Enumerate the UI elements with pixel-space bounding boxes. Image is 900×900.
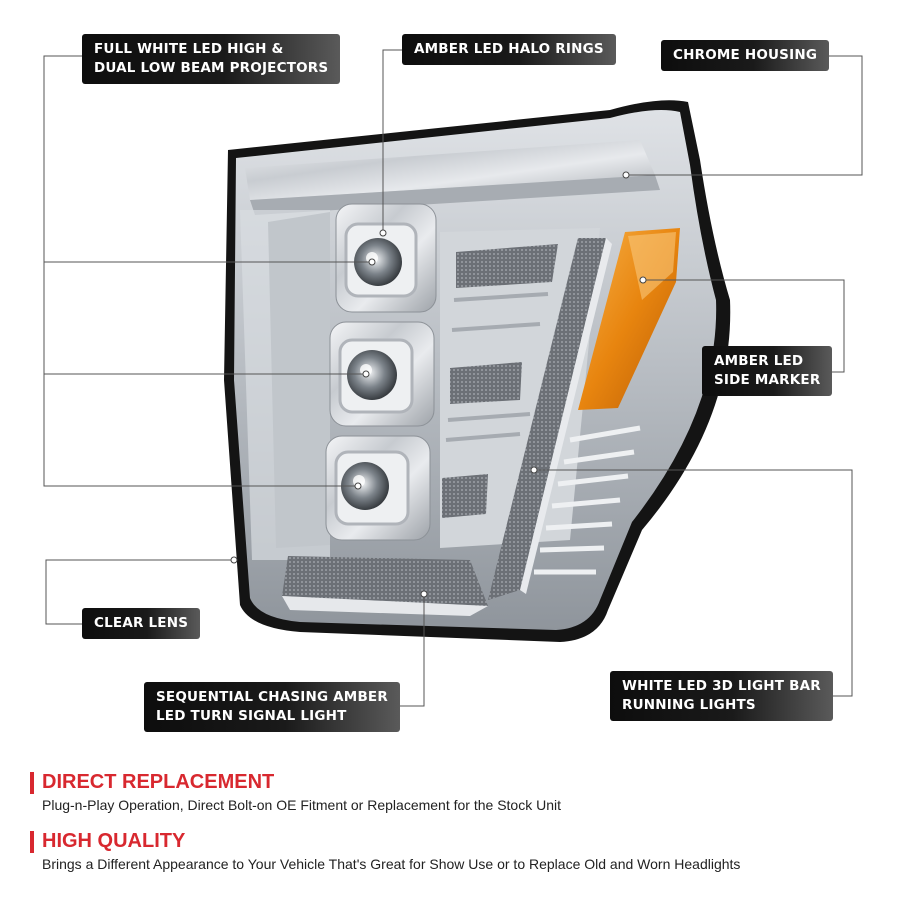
callout-clear-lens: CLEAR LENS [82,608,201,639]
callout-projectors-line2: DUAL LOW BEAM PROJECTORS [94,60,329,76]
feature-description: Plug-n-Play Operation, Direct Bolt-on OE… [42,797,561,813]
callout-light-bar-line2: RUNNING LIGHTS [622,697,756,713]
callout-turn-signal-line2: LED TURN SIGNAL LIGHT [156,708,347,724]
callout-projectors-line1: FULL WHITE LED HIGH & [94,41,284,57]
feature-accent-bar [30,772,34,794]
callout-side-marker-line2: SIDE MARKER [714,372,821,388]
callout-clear-lens-line1: CLEAR LENS [94,615,189,631]
feature-title: DIRECT REPLACEMENT [42,771,275,793]
callout-side-marker-line1: AMBER LED [714,353,804,369]
callout-chrome-housing-line1: CHROME HOUSING [673,47,818,63]
callout-halo-rings-line1: AMBER LED HALO RINGS [414,41,604,57]
feature-accent-bar [30,831,34,853]
callout-turn-signal-line1: SEQUENTIAL CHASING AMBER [156,689,388,705]
callout-side-marker: AMBER LED SIDE MARKER [702,346,833,396]
callout-turn-signal: SEQUENTIAL CHASING AMBER LED TURN SIGNAL… [144,682,400,732]
feature-direct-replacement: DIRECT REPLACEMENT Plug-n-Play Operation… [30,770,561,814]
callout-chrome-housing: CHROME HOUSING [661,40,830,71]
feature-high-quality: HIGH QUALITY Brings a Different Appearan… [30,829,740,873]
callout-light-bar-line1: WHITE LED 3D LIGHT BAR [622,678,821,694]
feature-title: HIGH QUALITY [42,830,186,852]
callout-halo-rings: AMBER LED HALO RINGS [402,34,616,65]
feature-description: Brings a Different Appearance to Your Ve… [42,856,741,872]
callout-light-bar: WHITE LED 3D LIGHT BAR RUNNING LIGHTS [610,671,833,721]
callout-projectors: FULL WHITE LED HIGH & DUAL LOW BEAM PROJ… [82,34,341,84]
product-illustration: FULL WHITE LED HIGH & DUAL LOW BEAM PROJ… [43,34,863,732]
